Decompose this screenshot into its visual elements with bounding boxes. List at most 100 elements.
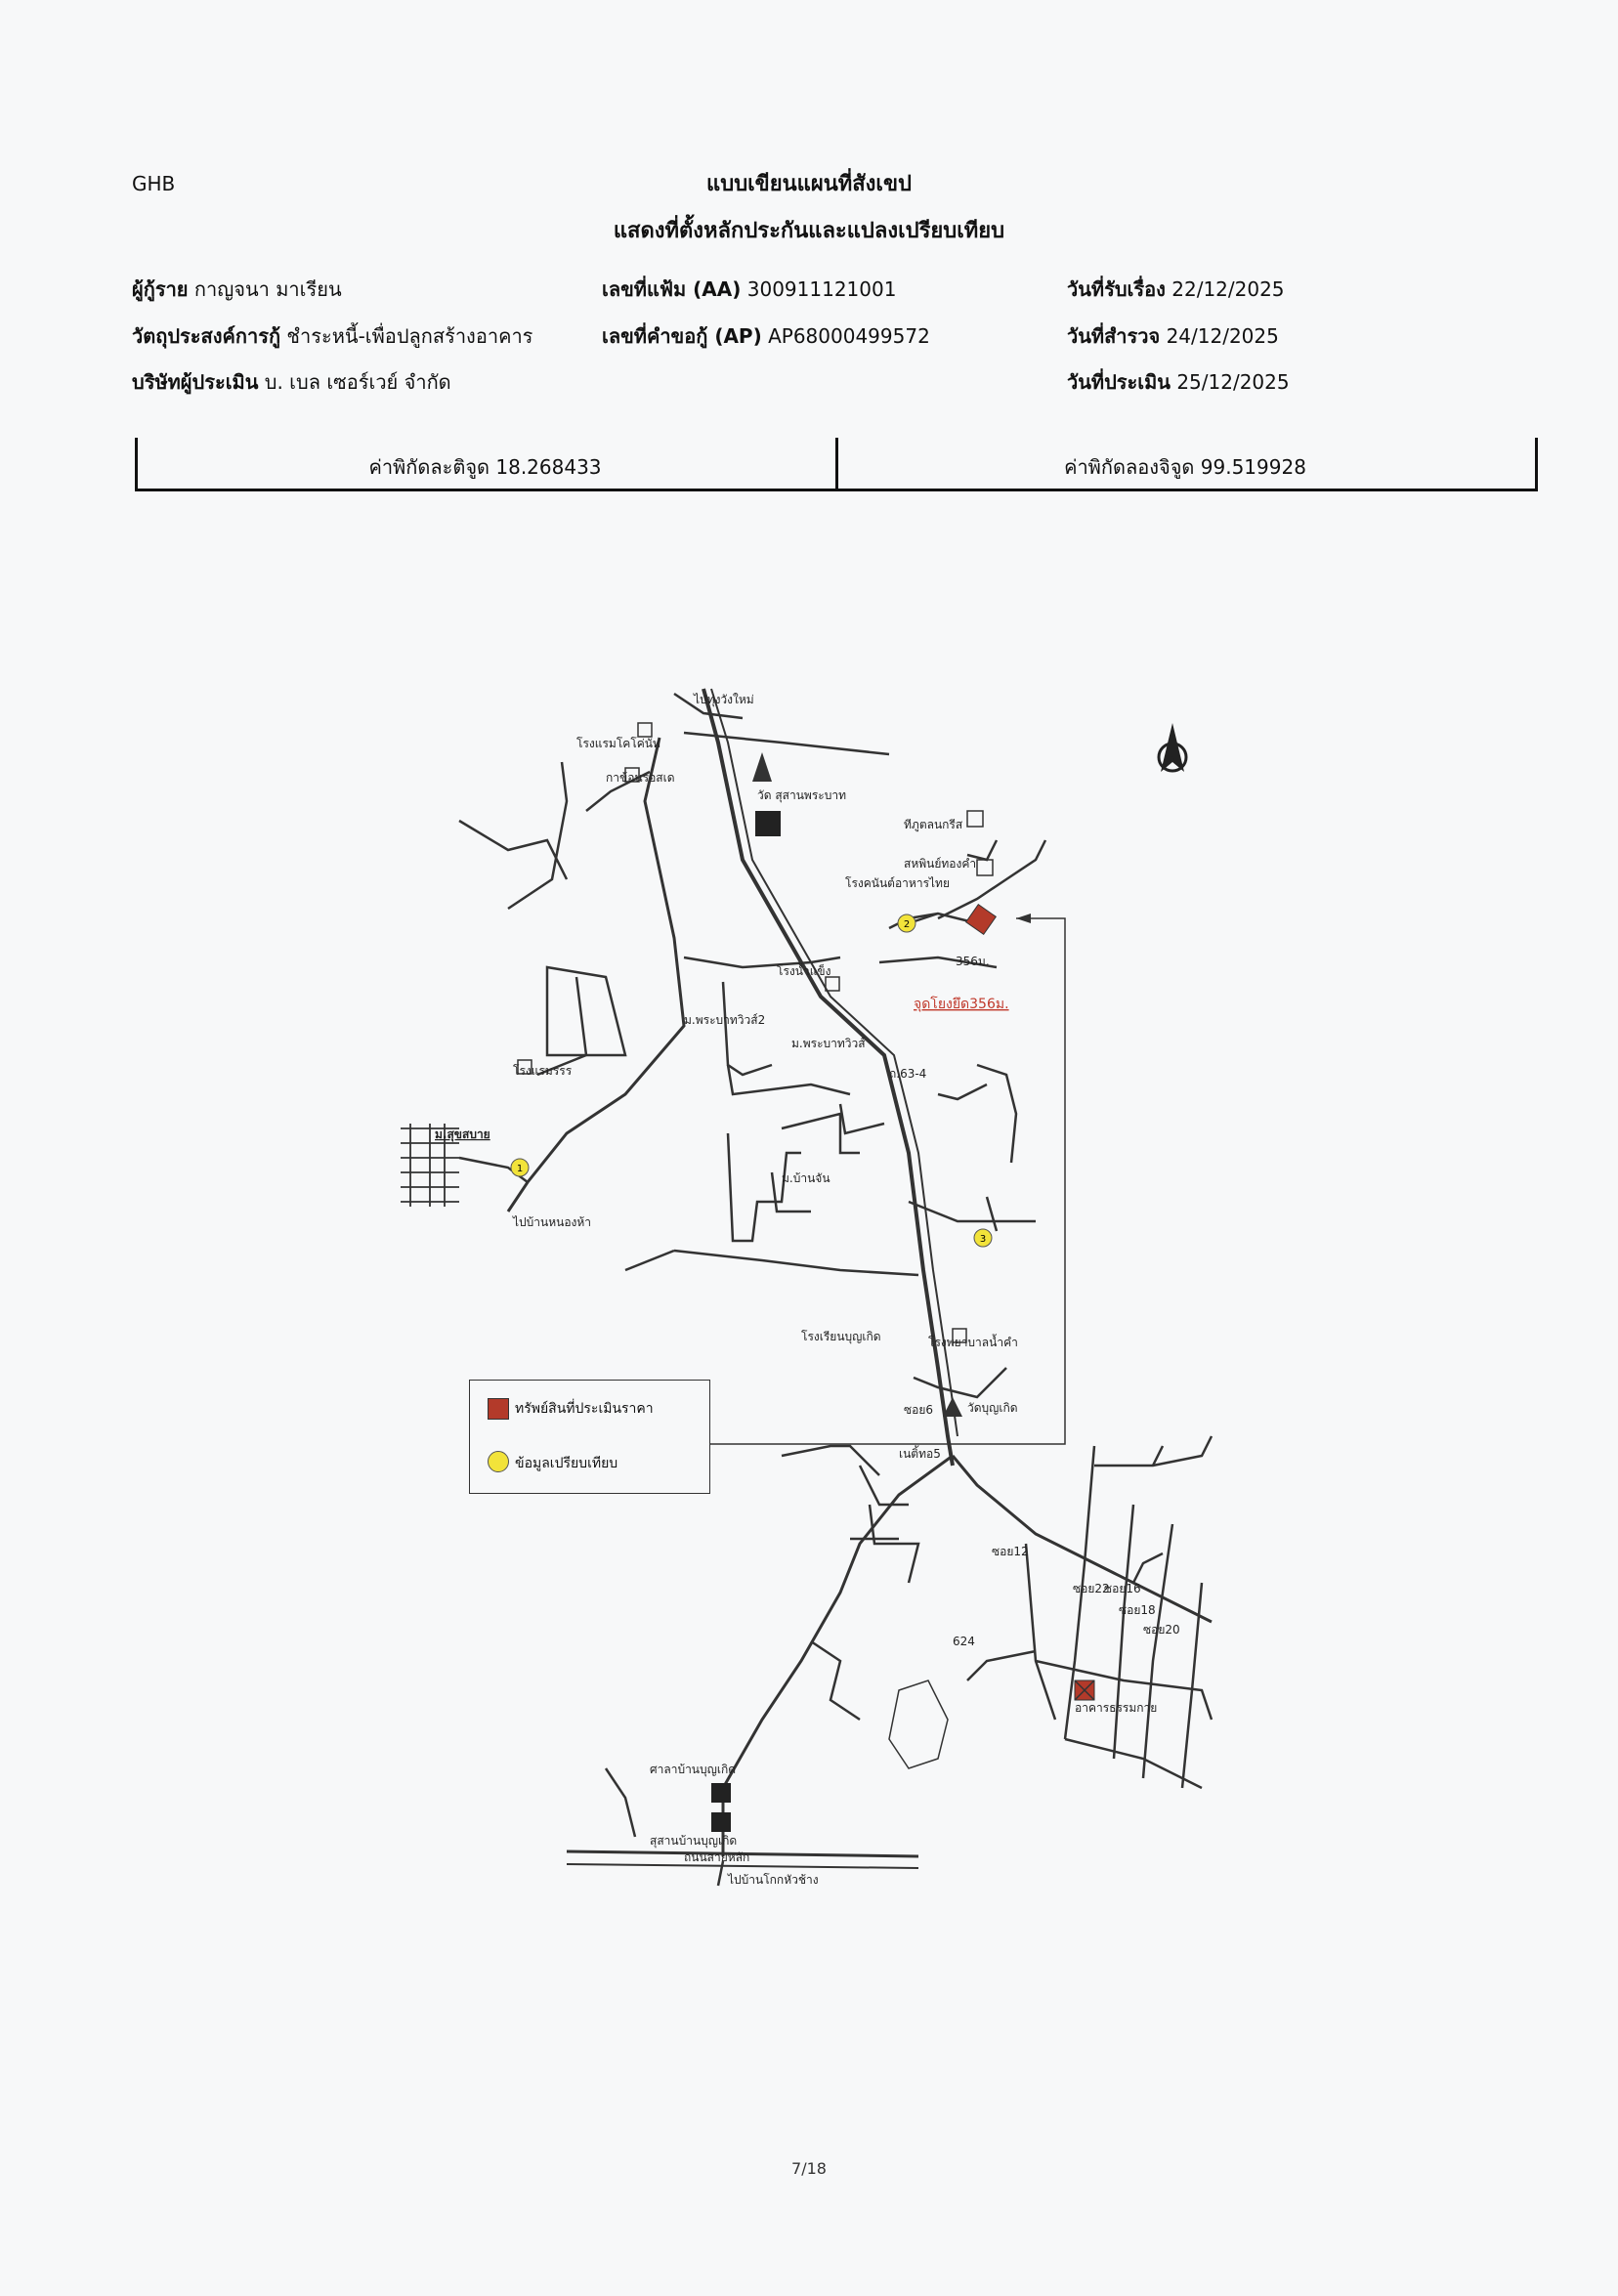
top-branch-road [673, 692, 744, 720]
top-east-road [683, 731, 890, 756]
ap-label: เลขที่คำขอกู้ (AP) [602, 324, 762, 348]
north-label: N [1169, 753, 1175, 764]
ap-value: AP68000499572 [768, 324, 930, 348]
label-shop2: สหพินย์ทองคำ [904, 857, 976, 871]
map-legend: ทรัพย์สินที่ประเมินราคา ข้อมูลเปรียบเทีย… [469, 1380, 710, 1494]
legend-subject-swatch [488, 1398, 509, 1420]
shop-icon-2 [976, 859, 994, 876]
company-value: บ. เบล เซอร์เวย์ จำกัด [264, 370, 451, 394]
company-row: บริษัทผู้ประเมิน บ. เบล เซอร์เวย์ จำกัด [132, 366, 451, 398]
label-bottom-road: ถนนสายหลัก [684, 1850, 749, 1864]
center-road-1 [683, 956, 841, 969]
road-network [401, 688, 1214, 1887]
survey-label: วันที่สำรวจ [1067, 324, 1161, 348]
received-value: 22/12/2025 [1171, 277, 1285, 301]
ap-row: เลขที่คำขอกู้ (AP) AP68000499572 [602, 320, 930, 352]
compare-point-1 [510, 1158, 530, 1177]
label-soi22: ซอย22 [1073, 1582, 1110, 1595]
temple-icon-2 [943, 1397, 962, 1417]
label-school: โรงเรียนบุญเกิด [801, 1330, 881, 1344]
cross-road-west [624, 1249, 675, 1272]
bottom-road-edge [566, 1863, 919, 1869]
temple-badge-1 [755, 811, 781, 836]
se-grid [966, 1435, 1214, 1790]
label-hospital: โรงพยาบาลน้ำคำ [928, 1334, 1018, 1349]
south-road [721, 1454, 954, 1856]
company-label: บริษัทผู้ประเมิน [132, 370, 259, 394]
south-block-1 [868, 1504, 920, 1584]
legend-subject-label: ทรัพย์สินที่ประเมินราคา [515, 1401, 654, 1417]
label-top-road: ไปทุ่งวังใหม่ [693, 693, 754, 707]
north-arrow-icon: N [1157, 723, 1188, 773]
temple-road [913, 1367, 1007, 1399]
label-to-south: ไปบ้านโกกหัวช้าง [727, 1873, 819, 1887]
label-soi16: ซอย16 [1104, 1582, 1141, 1595]
factory-icon [825, 976, 840, 992]
aa-value: 300911121001 [746, 277, 897, 301]
west-branch-3 [458, 819, 569, 880]
label-to-village: ไปบ้านหนองห้า [512, 1215, 591, 1229]
brand-label: GHB [132, 172, 176, 195]
label-road624: 624 [953, 1635, 975, 1648]
east-road-2 [937, 1083, 988, 1101]
zigzag-road [726, 1132, 801, 1243]
south-exit [716, 1860, 725, 1887]
label-temple3: ศาลาบ้านบุญเกิด [650, 1763, 736, 1777]
label-shop3: โรงคนันต์อาหารไทย [845, 876, 950, 890]
label-temple1: วัด สุสานพระบาท [757, 788, 846, 803]
aa-row: เลขที่แฟ้ม (AA) 300911121001 [602, 274, 896, 305]
coordinate-divider [835, 438, 838, 491]
label-dist: 356ม. [956, 955, 990, 968]
east-road-4 [908, 1200, 1036, 1223]
temple-icon-1 [752, 752, 772, 782]
received-row: วันที่รับเรื่อง 22/12/2025 [1067, 274, 1285, 305]
appraisal-row: วันที่ประเมิน 25/12/2025 [1067, 366, 1290, 398]
center-road-2 [721, 981, 773, 1077]
south-block-3 [810, 1639, 861, 1722]
compare-point-2-label: 2 [904, 919, 910, 930]
ne-road [937, 839, 1047, 920]
label-soi20: ซอย20 [1143, 1623, 1180, 1637]
center-road-5 [781, 1112, 860, 1155]
label-office: อาคารธรรมกาย [1075, 1701, 1157, 1715]
subject-cross [1074, 1679, 1095, 1701]
label-temple4: สุสานบ้านบุญเกิด [650, 1834, 737, 1849]
compare-point-3 [973, 1228, 993, 1248]
center-road-4 [838, 1103, 885, 1135]
west-block-div [575, 976, 588, 1056]
label-hotel1: โรงแรมโคโค่นัท [576, 737, 660, 750]
village-link [458, 1156, 529, 1183]
label-soi6: ซอย6 [904, 1403, 933, 1417]
south-east-road [951, 1455, 1213, 1624]
east-road-1 [878, 956, 998, 969]
borrower-label: ผู้กู้ราย [132, 277, 189, 301]
west-branch-1 [585, 770, 651, 812]
received-label: วันที่รับเรื่อง [1067, 277, 1166, 301]
page-number: 7/18 [791, 2159, 827, 2178]
label-housing1: ม.พระบาทวิวส์2 [684, 1013, 765, 1027]
hotel2-icon [517, 1059, 532, 1075]
label-soi12: ซอย12 [992, 1545, 1029, 1558]
appraisal-label: วันที่ประเมิน [1067, 370, 1171, 394]
main-highway [702, 688, 955, 1467]
cafe-icon [624, 767, 640, 783]
purpose-value: ชำระหนี้-เพื่อปลูกสร้างอาคาร [286, 324, 533, 348]
west-road [506, 737, 686, 1212]
aa-label: เลขที่แฟ้ม (AA) [602, 277, 742, 301]
east-road-3 [976, 1063, 1018, 1164]
borrower-value: กาญจนา มาเรียน [193, 277, 342, 301]
page-subtitle: แสดงที่ตั้งหลักประกันและแปลงเปรียบเทียบ [613, 219, 1005, 243]
south-west-1 [781, 1444, 880, 1476]
subject-property-marker [964, 903, 998, 936]
label-soi-ban: เนติ้ทอ5 [899, 1445, 941, 1461]
label-road-6834: ถ.63-4 [889, 1067, 926, 1081]
label-cafe: กาข้อนรอสเด [606, 771, 675, 785]
label-hotel2: โรงแรมรรร [513, 1064, 573, 1078]
west-block [545, 965, 627, 1057]
borrower-row: ผู้กู้ราย กาญจนา มาเรียน [132, 274, 342, 305]
label-soi18: ซอย18 [1119, 1603, 1156, 1617]
survey-row: วันที่สำรวจ 24/12/2025 [1067, 320, 1279, 352]
pond-area [888, 1679, 949, 1769]
cross-road [673, 1249, 919, 1277]
